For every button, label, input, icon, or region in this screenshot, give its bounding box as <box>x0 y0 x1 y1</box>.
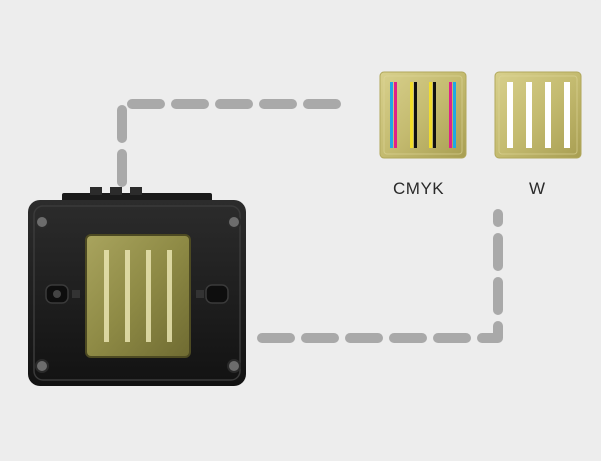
white-nozzle-chip-icon <box>494 71 582 159</box>
connector-w <box>257 209 503 343</box>
printhead-icon <box>28 187 246 386</box>
w-label: W <box>529 179 546 198</box>
connector-cmyk <box>117 99 357 187</box>
cmyk-nozzle-chip-icon <box>379 71 467 159</box>
cmyk-label: CMYK <box>393 179 445 198</box>
